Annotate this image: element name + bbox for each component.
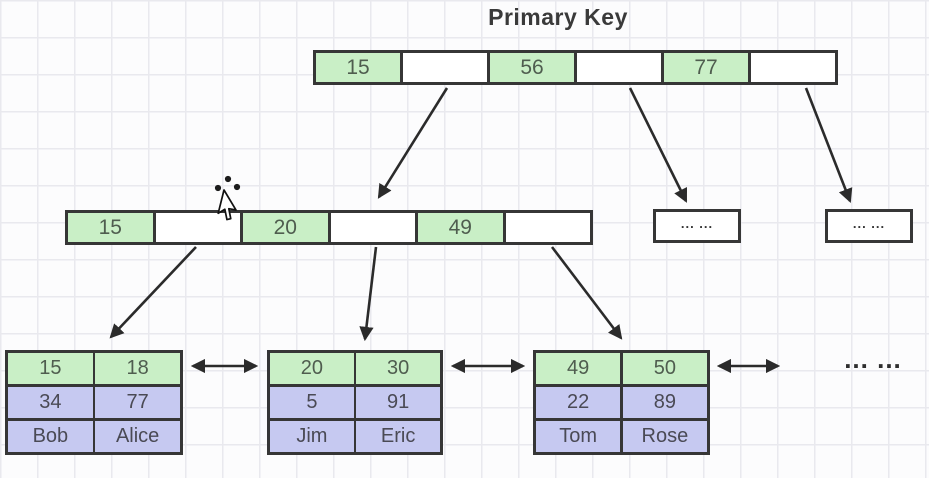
leaf-value-cell: 89 [622, 386, 707, 419]
overflow-node-label: ... ... [680, 215, 714, 231]
arrow-internal-to-leaf-3 [550, 246, 623, 340]
leaf-name-cell: Tom [536, 420, 621, 452]
arrow-internal-to-leaf-2 [359, 246, 378, 342]
internal-pointer-cell [152, 213, 240, 242]
internal-pointer-cell [327, 213, 415, 242]
diagram-title: Primary Key [488, 4, 628, 30]
leaf-name-cell: Jim [270, 420, 354, 452]
leaf-key-cell: 49 [536, 353, 621, 385]
leaf-value-cell: 77 [95, 386, 180, 419]
leaf-record-table: 49 50 22 89 Tom Rose [533, 350, 710, 455]
leaf-name-cell: Alice [95, 420, 180, 452]
arrow-internal-to-leaf-1 [109, 246, 197, 339]
leaf-record-table: 15 18 34 77 Bob Alice [5, 350, 183, 455]
root-pointer-cell [748, 53, 835, 82]
leaf-key-cell: 30 [356, 353, 440, 385]
leaf-value-cell: 91 [356, 386, 440, 419]
internal-key-cell: 15 [68, 213, 153, 242]
overflow-node: ... ... [825, 209, 913, 243]
leaf-name-cell: Bob [8, 420, 93, 452]
overflow-node-label: ... ... [852, 215, 886, 231]
leaf-key-cell: 50 [622, 353, 707, 385]
leaf-record-table: 20 30 5 91 Jim Eric [267, 350, 443, 455]
leaf-value-cell: 5 [270, 386, 354, 419]
root-pointer-cell [574, 53, 661, 82]
root-index-node: 15 56 77 [313, 50, 838, 85]
mouse-cursor-icon [214, 175, 241, 221]
leaf-value-cell: 34 [8, 386, 93, 419]
internal-key-cell: 20 [240, 213, 328, 242]
root-key-cell: 77 [661, 53, 748, 82]
internal-pointer-cell [502, 213, 590, 242]
leaf-name-cell: Rose [622, 420, 707, 452]
root-key-cell: 15 [316, 53, 400, 82]
leaf-key-cell: 20 [270, 353, 354, 385]
arrow-root-to-overflow-1 [628, 87, 688, 203]
root-key-cell: 56 [487, 53, 574, 82]
leaf-key-cell: 18 [95, 353, 180, 385]
leaf-key-cell: 15 [8, 353, 93, 385]
arrow-root-to-internal [377, 87, 449, 199]
arrow-root-to-overflow-2 [804, 87, 853, 203]
overflow-node: ... ... [653, 209, 741, 243]
more-leaves-indicator: ... ... [844, 343, 902, 374]
internal-key-cell: 49 [415, 213, 503, 242]
root-pointer-cell [400, 53, 487, 82]
leaf-value-cell: 22 [536, 386, 621, 419]
leaf-name-cell: Eric [356, 420, 440, 452]
internal-index-node: 15 20 49 [65, 210, 593, 245]
